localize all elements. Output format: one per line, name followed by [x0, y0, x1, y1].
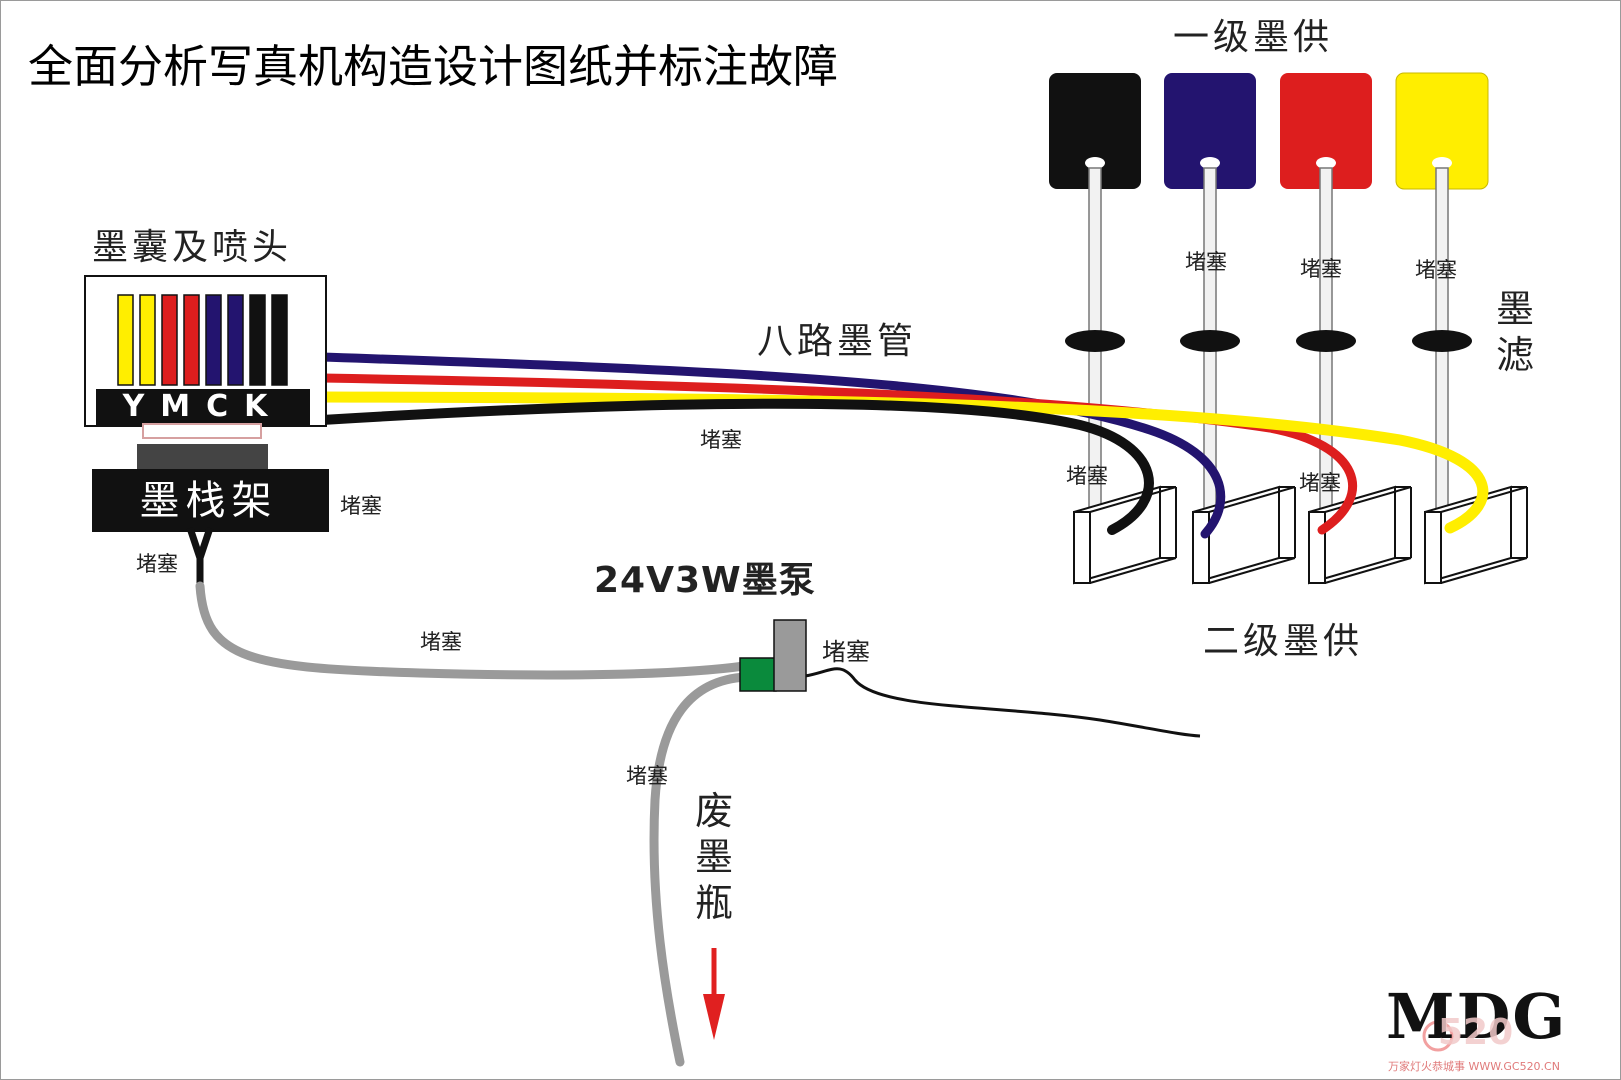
ink-rack [92, 469, 329, 532]
label-clog-yellow-tube: 堵塞 [1415, 258, 1457, 282]
label-clog-red-tube: 堵塞 [1300, 257, 1342, 281]
watermark-logo-icon [1422, 1020, 1454, 1052]
ink-tube-black [317, 398, 1154, 535]
primary-tank-blue [1164, 73, 1256, 189]
label-clog-waste-tube: 堵塞 [626, 764, 668, 788]
label-ink-filter: 墨滤 [1495, 287, 1534, 377]
page-title: 全面分析写真机构造设计图纸并标注故障 [28, 40, 839, 93]
ink-tube-yellow [316, 391, 1489, 534]
pump-to-waste-tube [649, 672, 751, 1067]
watermark-text: 520 [1438, 1012, 1514, 1053]
ink-rack-label: 墨栈架 [139, 478, 278, 524]
primary-tank-black [1049, 73, 1141, 189]
label-pump: 24V3W墨泵 [594, 560, 816, 601]
feed-tubes [1088, 167, 1449, 539]
rack-to-pump-tube [195, 581, 749, 680]
label-clog-red-box: 堵塞 [1299, 471, 1341, 495]
ink-filters [1065, 330, 1472, 352]
watermark-url: 万家灯火恭城事 WWW.GC520.CN [1388, 1060, 1560, 1073]
label-clog-blue-tube: 堵塞 [1185, 250, 1227, 274]
label-cartridge-head: 墨囊及喷头 [92, 227, 293, 268]
ymck-label: YMCK [122, 389, 284, 424]
cartridge-slots [117, 294, 288, 386]
ymck-bar [96, 389, 310, 425]
label-ink-tubes: 八路墨管 [757, 321, 918, 362]
label-clog-joint: 堵塞 [136, 552, 178, 576]
label-clog-black-box: 堵塞 [1066, 464, 1108, 488]
label-clog-rack: 堵塞 [340, 494, 382, 518]
primary-tank-red [1280, 73, 1372, 189]
pump-power-cable [804, 667, 1201, 738]
pump-gray-block [773, 619, 807, 692]
label-clog-ink-tubes: 堵塞 [700, 428, 742, 452]
label-primary-supply: 一级墨供 [1173, 17, 1334, 58]
label-clog-pump-tube: 堵塞 [420, 630, 462, 654]
pump-green-block [739, 657, 777, 692]
label-waste-bottle: 废墨瓶 [694, 789, 733, 925]
label-clog-pump: 堵塞 [822, 638, 870, 666]
down-arrow-icon [703, 994, 725, 1040]
label-secondary-supply: 二级墨供 [1203, 621, 1364, 662]
brand-logo: MDG [1386, 980, 1568, 1053]
